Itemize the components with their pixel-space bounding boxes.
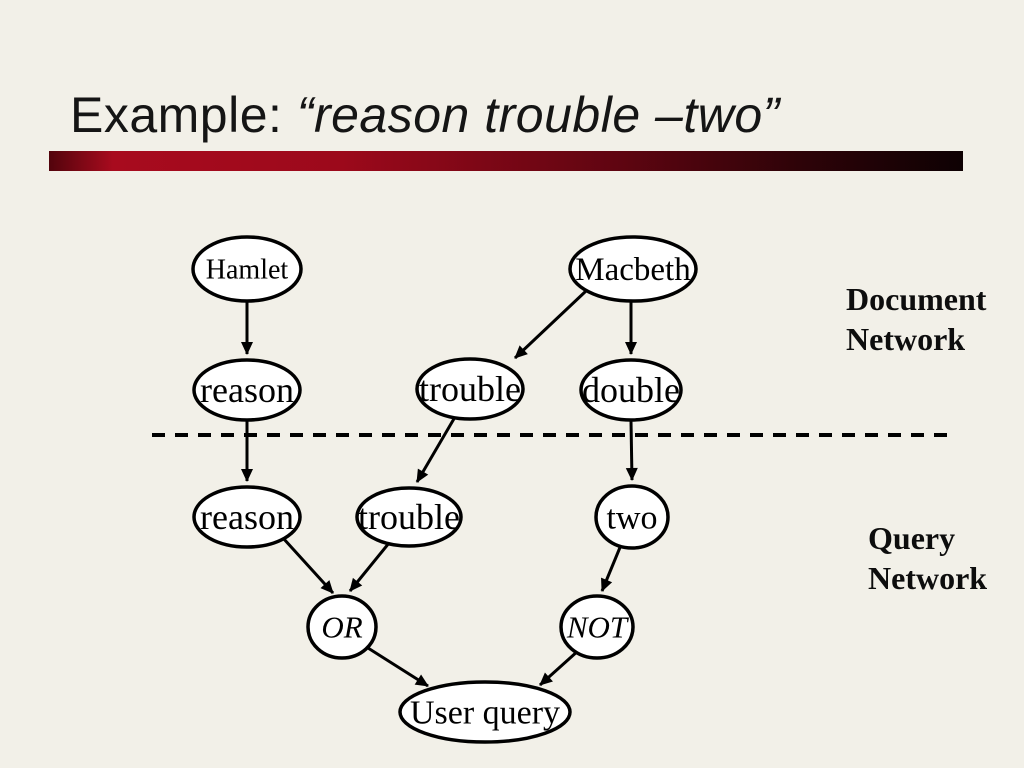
query-network-line1: Query — [868, 520, 956, 556]
node-user-query-label: User query — [410, 695, 560, 732]
edge-macbeth-to-trouble-doc — [513, 289, 588, 360]
query-network-label: Query Network — [868, 518, 987, 598]
edge-reason-query-to-or — [281, 536, 335, 595]
node-double-doc-label: double — [582, 370, 680, 410]
node-two-query-label: two — [607, 500, 658, 537]
node-or-operator-label: OR — [321, 610, 362, 645]
node-trouble-doc-ellipse — [415, 357, 525, 421]
node-not-operator-label: NOT — [566, 610, 630, 645]
slide-title: Example: “reason trouble –two” — [70, 90, 780, 140]
title-query-text: “reason trouble –two” — [296, 87, 780, 143]
node-not-operator: NOT — [559, 594, 635, 660]
document-network-line1: Document — [846, 281, 987, 317]
node-reason-query-ellipse — [192, 485, 302, 549]
node-reason-doc: reason — [192, 358, 302, 422]
document-network-line2: Network — [846, 321, 966, 357]
node-reason-doc-label: reason — [200, 370, 294, 410]
node-hamlet: Hamlet — [191, 235, 303, 303]
node-user-query-ellipse — [398, 680, 572, 744]
node-not-operator-ellipse — [559, 594, 635, 660]
node-trouble-doc-label: trouble — [419, 369, 521, 409]
title-accent-bar — [49, 151, 963, 171]
document-network-label: Document Network — [846, 279, 986, 359]
edge-double-doc-to-two-query — [625, 420, 638, 481]
node-reason-doc-ellipse — [192, 358, 302, 422]
node-reason-query-label: reason — [200, 497, 294, 537]
node-macbeth-ellipse — [568, 235, 698, 303]
edge-trouble-doc-to-trouble-query — [415, 416, 457, 483]
node-or-operator-ellipse — [306, 594, 378, 660]
node-macbeth: Macbeth — [568, 235, 698, 303]
node-two-query-ellipse — [594, 484, 670, 550]
node-macbeth-label: Macbeth — [575, 252, 691, 288]
edge-trouble-query-to-or — [348, 542, 391, 592]
node-trouble-query-label: trouble — [358, 497, 460, 537]
node-reason-query: reason — [192, 485, 302, 549]
node-two-query: two — [594, 484, 670, 550]
node-user-query: User query — [398, 680, 572, 744]
node-double-doc: double — [579, 358, 683, 422]
node-trouble-doc: trouble — [415, 357, 525, 421]
query-network-line2: Network — [868, 560, 988, 596]
node-trouble-query: trouble — [355, 486, 463, 548]
node-double-doc-ellipse — [579, 358, 683, 422]
node-trouble-query-ellipse — [355, 486, 463, 548]
node-hamlet-label: Hamlet — [206, 255, 289, 286]
title-prefix: Example: — [70, 87, 297, 143]
node-or-operator: OR — [306, 594, 378, 660]
edge-two-query-to-not — [600, 544, 623, 592]
edge-or-to-user-query — [367, 646, 429, 688]
edge-not-to-user-query — [538, 648, 581, 687]
node-hamlet-ellipse — [191, 235, 303, 303]
